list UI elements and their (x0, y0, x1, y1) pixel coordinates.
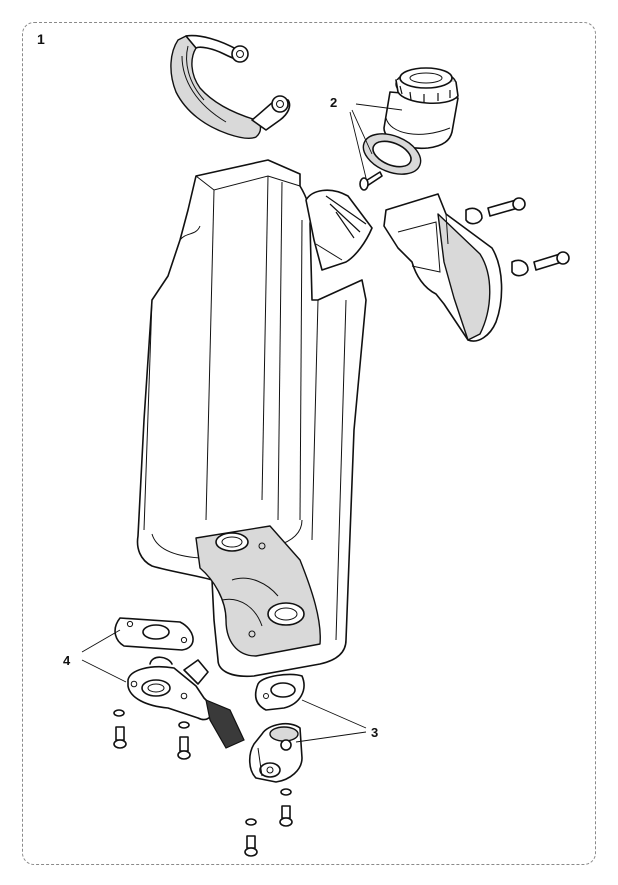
leader-2 (349, 103, 403, 179)
bottom-connector-icon (248, 722, 303, 783)
filter-screw-icon (359, 171, 383, 191)
leader-3 (295, 699, 367, 743)
housing-socket-icon (305, 189, 373, 271)
mounting-bracket-icon (383, 193, 529, 342)
screws-icon (113, 709, 293, 857)
filter-gasket-icon (362, 133, 422, 175)
side-gasket-icon (114, 617, 194, 651)
handle-grip-icon (170, 34, 291, 140)
bottom-gasket-icon (254, 673, 305, 711)
bracket-bolts-icon (487, 197, 570, 271)
filter-cap-icon (383, 67, 459, 150)
diagram-frame (22, 22, 596, 865)
battery-housing-icon (136, 159, 367, 678)
side-connector-icon (127, 656, 245, 749)
leader-4 (81, 629, 127, 683)
callout-label-3: 3 (371, 725, 379, 740)
callout-label-4: 4 (63, 653, 71, 668)
callout-label-2: 2 (330, 95, 338, 110)
figure-number: 1 (37, 31, 45, 47)
